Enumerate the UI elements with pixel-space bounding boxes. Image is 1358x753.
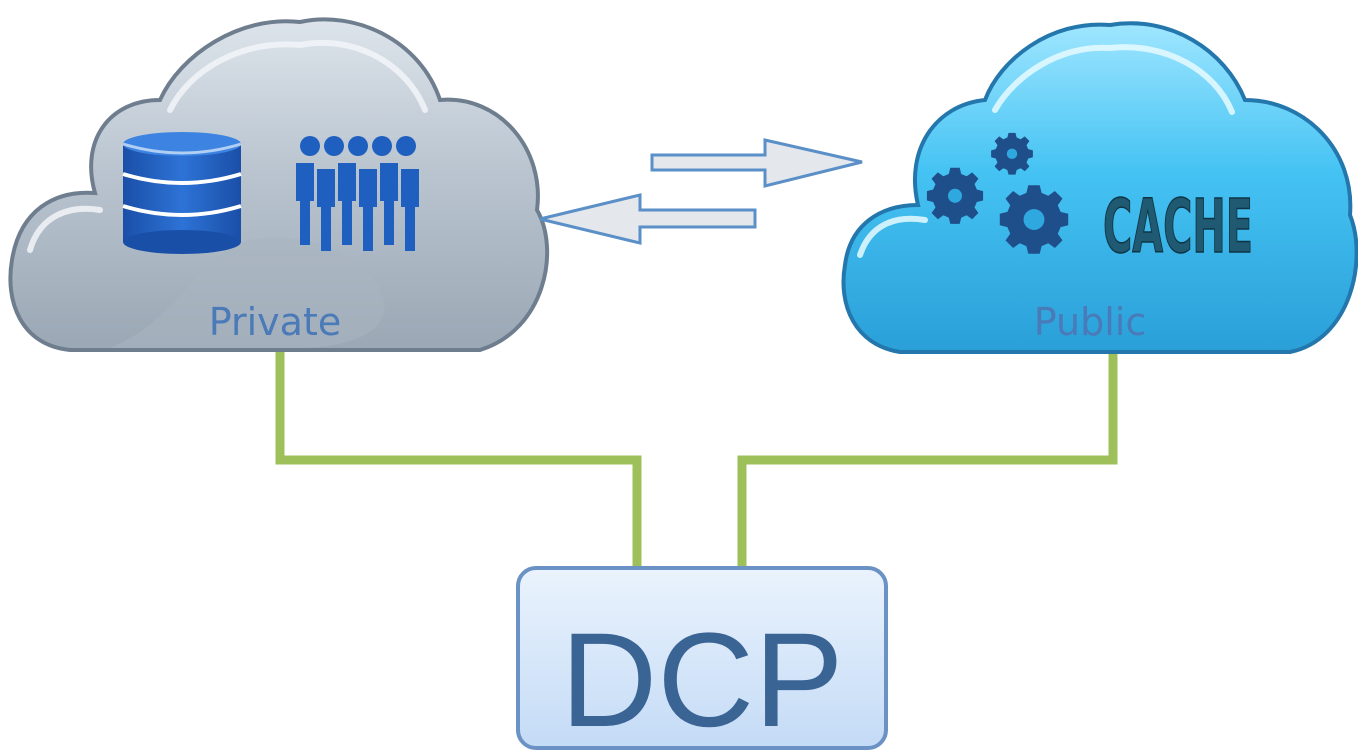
left-arrow-icon bbox=[539, 193, 757, 245]
person-body bbox=[296, 163, 314, 245]
right-arrow-icon bbox=[650, 138, 863, 188]
person-head bbox=[396, 136, 416, 156]
database-icon bbox=[122, 132, 242, 254]
person-body bbox=[359, 169, 377, 251]
person-body bbox=[401, 169, 419, 251]
public-cloud-highlight bbox=[857, 44, 1235, 258]
private-cloud-shade bbox=[110, 237, 385, 348]
private-cloud: Private bbox=[8, 17, 550, 352]
transfer-arrows bbox=[539, 138, 863, 245]
public-connector bbox=[737, 352, 1118, 570]
private-cloud-highlight bbox=[27, 39, 428, 253]
connector-lines bbox=[275, 352, 1118, 570]
gears-icon bbox=[926, 132, 1069, 254]
person-body bbox=[380, 163, 398, 245]
cache-label: CACHE bbox=[1103, 184, 1253, 270]
public-cloud: CACHE Public bbox=[841, 21, 1358, 354]
private-connector bbox=[275, 352, 642, 570]
person-head bbox=[324, 136, 344, 156]
person-head bbox=[348, 136, 368, 156]
person-head bbox=[372, 136, 392, 156]
users-group-icon bbox=[296, 136, 419, 251]
private-cloud-label: Private bbox=[209, 300, 341, 344]
public-cloud-label: Public bbox=[1034, 300, 1146, 344]
person-body bbox=[317, 169, 335, 251]
dcp-box-shape bbox=[516, 566, 888, 750]
private-cloud-shape bbox=[8, 17, 550, 352]
person-body bbox=[338, 163, 356, 245]
person-head bbox=[300, 136, 320, 156]
dcp-box: DCP bbox=[516, 566, 888, 753]
dcp-label: DCP bbox=[561, 606, 844, 753]
